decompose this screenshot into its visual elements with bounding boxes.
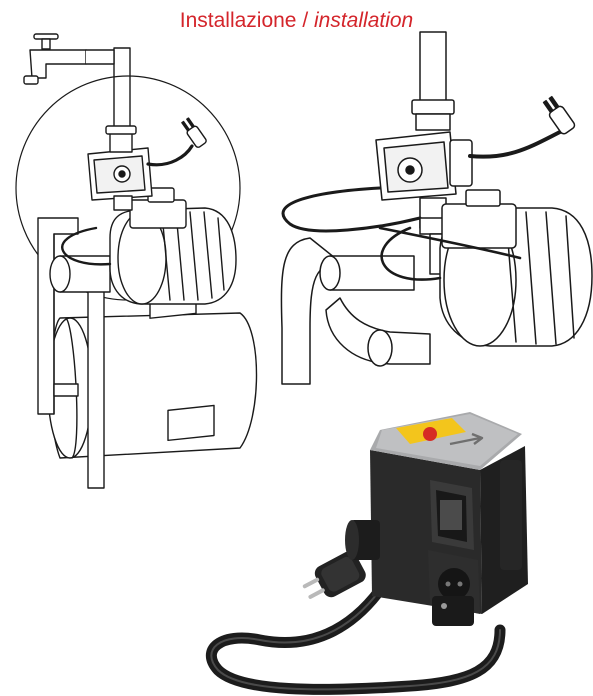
power-cord <box>146 144 194 167</box>
water-tap-icon <box>23 33 87 85</box>
power-plug-icon <box>302 551 366 599</box>
delivery-pipe <box>87 267 105 489</box>
suction-pipe <box>280 237 431 385</box>
power-plug-icon <box>181 117 207 148</box>
pressure-controller-unit <box>345 412 528 626</box>
supply-pipe <box>419 31 447 105</box>
flow-arrow <box>449 432 484 446</box>
installation-drawing-full <box>15 33 258 489</box>
power-plug-icon <box>542 95 576 135</box>
pressure-controller <box>87 125 153 211</box>
installation-drawing-detail <box>280 31 593 385</box>
power-cord <box>468 130 562 159</box>
suction-pipe <box>37 217 79 415</box>
title-italic: installation <box>314 9 414 32</box>
pump-motor <box>419 189 593 347</box>
pump-motor <box>49 187 237 305</box>
product-photo <box>206 412 528 695</box>
title-main: Installazione / <box>179 9 314 32</box>
outlet-port <box>432 596 474 626</box>
page-title: Installazione / installation <box>0 8 593 34</box>
reset-button <box>423 427 437 441</box>
pressure-controller <box>375 131 473 229</box>
